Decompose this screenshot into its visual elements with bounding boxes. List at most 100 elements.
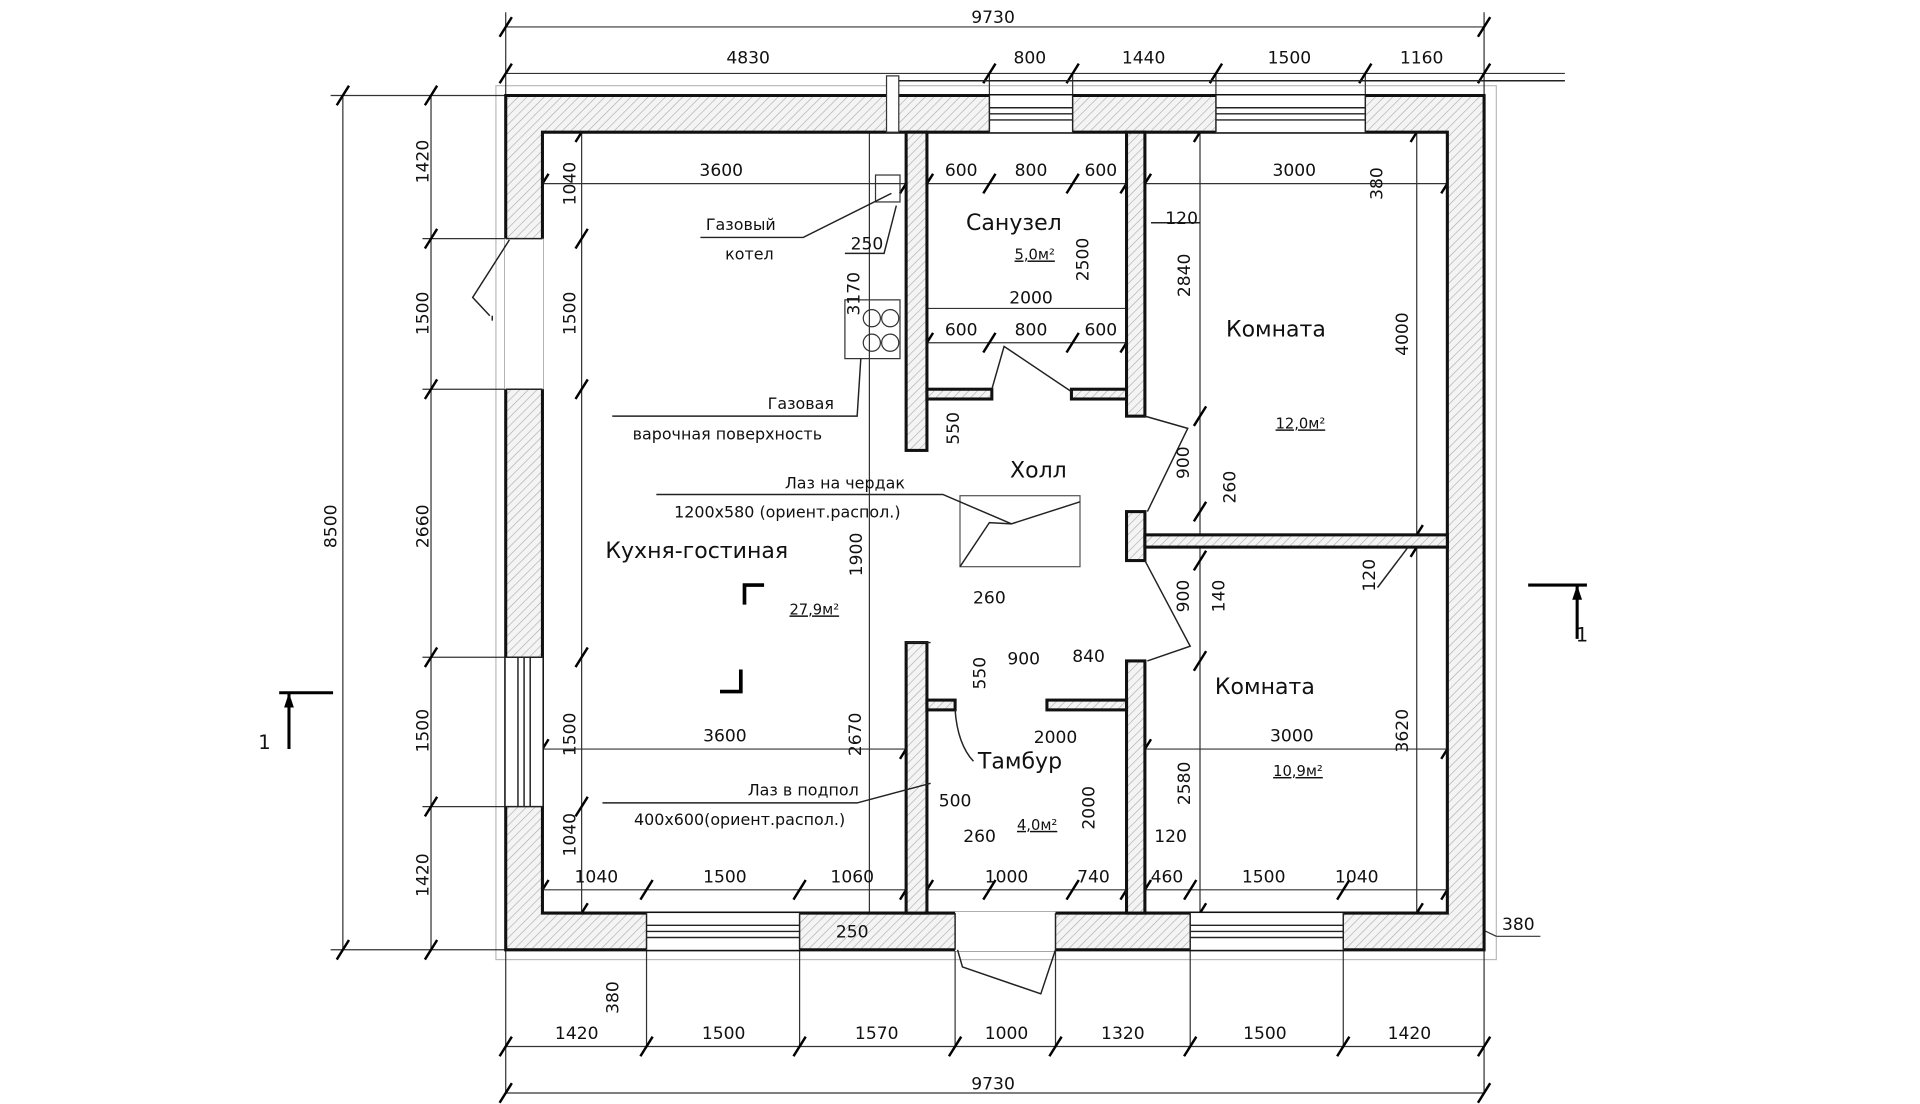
window-left-kitchen: [505, 656, 543, 808]
note-boiler-1: Газовый: [706, 215, 776, 234]
dim-label: 1000: [985, 867, 1029, 887]
dim-label: 260: [1221, 471, 1241, 504]
room-area-kitchen: 27,9м²: [789, 601, 839, 618]
dimension-tick: [1065, 332, 1080, 354]
note-boiler-2: котел: [725, 244, 774, 263]
dim-label: 840: [1072, 647, 1105, 667]
dim-label: 380: [603, 981, 623, 1014]
dim-label: 4000: [1393, 312, 1413, 356]
dimension-tick: [1065, 62, 1080, 84]
dim-label: 1570: [855, 1024, 899, 1044]
dim-label: 3000: [1270, 727, 1314, 747]
dimension-tick: [1336, 879, 1351, 901]
dimension-ticks: [335, 16, 1492, 1104]
dim-label: 1500: [702, 1024, 746, 1044]
dimension-tick: [423, 796, 439, 818]
dimension-tick: [792, 879, 807, 901]
dim-label: 1160: [1400, 49, 1444, 69]
section-label: 1: [1576, 623, 1588, 646]
room-area-bathroom: 5,0м²: [1015, 246, 1055, 263]
window-bottom-room: [1189, 913, 1344, 950]
dimension-tick: [423, 939, 439, 961]
note-hob-1: Газовая: [768, 394, 834, 413]
dim-label: 460: [1151, 867, 1184, 887]
interior-doors: [906, 345, 1192, 762]
room-name-room2: Комната: [1215, 675, 1315, 700]
dim-label: 800: [1015, 161, 1048, 181]
dim-label: 3600: [703, 727, 747, 747]
dimension-tick: [1192, 405, 1208, 427]
room-name-room1: Комната: [1226, 318, 1326, 343]
dimension-tick: [423, 228, 439, 250]
dimension-tick: [335, 939, 351, 961]
room-name-bathroom: Санузел: [966, 211, 1062, 236]
dimension-tick: [1183, 879, 1198, 901]
dim-label: 2580: [1175, 762, 1195, 806]
dimension-tick: [639, 1036, 654, 1057]
gas-hob: [844, 299, 901, 360]
leaders: [602, 192, 1409, 804]
dimension-tick: [423, 646, 439, 668]
room-name-tambur: Тамбур: [977, 750, 1062, 775]
dim-label: 2000: [1080, 786, 1100, 830]
dimension-tick: [1476, 16, 1492, 38]
dim-label: 900: [1007, 650, 1040, 670]
dimension-tick: [423, 378, 439, 400]
chimney-pipe: [885, 75, 900, 133]
dim-label: 2500: [1074, 238, 1094, 282]
dim-label: 1900: [847, 533, 867, 577]
dim-label: 9730: [971, 1074, 1015, 1094]
dimension-tick: [1192, 550, 1208, 572]
dimension-tick: [1192, 501, 1208, 523]
dim-label: 900: [1174, 446, 1194, 479]
dimension-tick: [498, 1036, 513, 1057]
note-cellar-1: Лаз в подпол: [748, 781, 859, 800]
dimension-tick: [498, 1082, 513, 1104]
dim-label: 500: [939, 792, 972, 812]
dim-label: 1040: [561, 813, 581, 857]
dim-label: 600: [1084, 320, 1117, 340]
dim-label: 8500: [322, 505, 342, 549]
dim-label: 740: [1077, 867, 1110, 887]
dim-label: 140: [1209, 580, 1229, 613]
section-mark-left: 1: [258, 691, 334, 754]
dimension-tick: [1065, 173, 1080, 195]
dim-label: 3000: [1272, 161, 1316, 181]
attic-hatch: [959, 495, 1081, 568]
entrance-door: [954, 911, 1057, 995]
interior-walls: [904, 130, 1449, 915]
dim-label: 1500: [414, 709, 434, 753]
dimension-tick: [335, 85, 351, 106]
dim-label: 380: [1502, 915, 1535, 935]
room-area-tambur: 4,0м²: [1017, 817, 1057, 834]
window-bottom-kitchen: [645, 913, 801, 950]
note-attic-2: 1200x580 (ориент.распол.): [674, 503, 900, 522]
dim-label: 250: [851, 235, 884, 255]
dimension-tick: [1208, 62, 1224, 84]
dimension-tick: [574, 228, 589, 250]
dim-label: 550: [971, 657, 991, 690]
dimension-tick: [1476, 62, 1492, 84]
dim-label: 1500: [703, 867, 747, 887]
dim-label: 2670: [846, 713, 866, 757]
note-attic-1: Лаз на чердак: [785, 473, 905, 492]
dimension-tick: [1192, 650, 1208, 672]
dimension-labels-vertical: 1040 380 2500 2840 3170 1500 1420 1500 2…: [322, 140, 1413, 1014]
dimension-tick: [1048, 1036, 1063, 1057]
dim-label: 1420: [414, 140, 434, 184]
dimension-tick: [982, 62, 997, 84]
dim-label: 260: [963, 827, 996, 847]
dim-label: 1440: [1122, 49, 1166, 69]
dim-label: 2840: [1175, 254, 1195, 298]
room-area-room1: 12,0м²: [1276, 415, 1326, 432]
room-name-kitchen: Кухня-гостиная: [605, 539, 788, 564]
dim-label: 800: [1013, 49, 1046, 69]
dim-label: 1040: [1335, 867, 1379, 887]
dim-label: 1500: [1268, 49, 1312, 69]
dim-label: 1320: [1101, 1024, 1145, 1044]
dim-label: 1040: [561, 162, 581, 206]
room-area-room2: 10,9м²: [1273, 763, 1323, 780]
window-top-bathroom: [988, 95, 1074, 133]
dim-label: 2660: [414, 505, 434, 549]
